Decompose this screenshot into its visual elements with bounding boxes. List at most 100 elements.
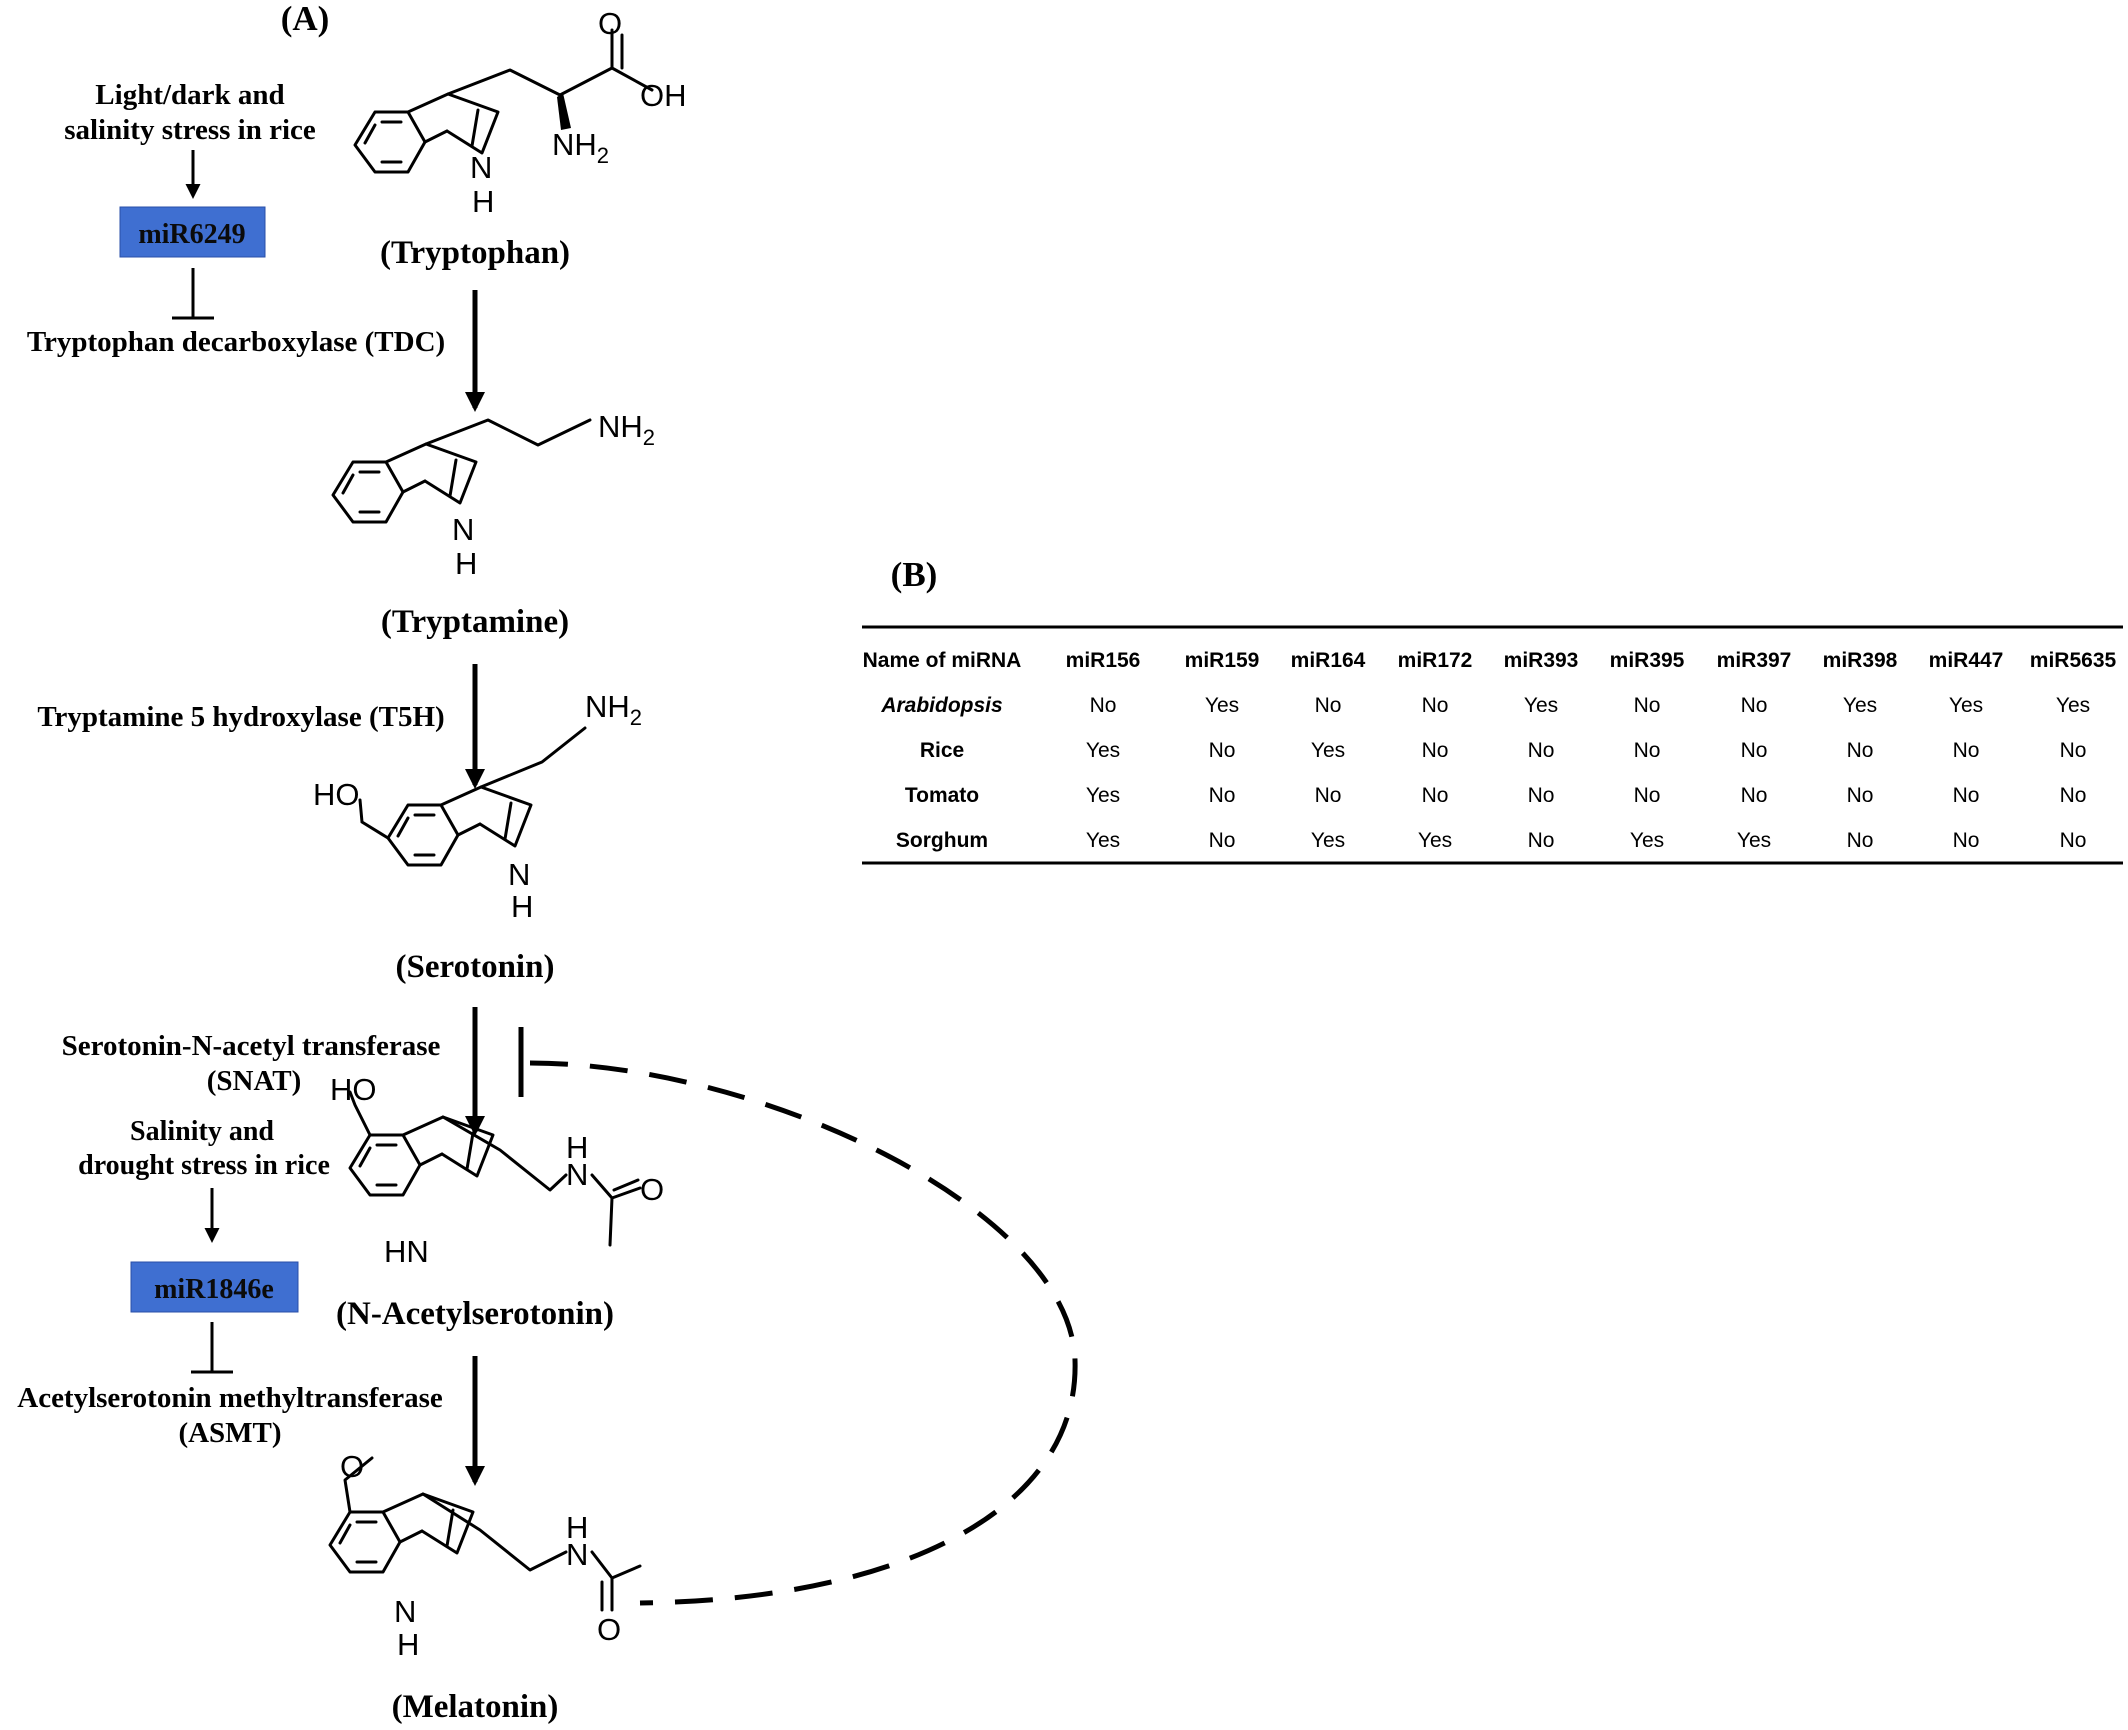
atom-h-serotonin: H [511,889,533,924]
mir1846e-box: miR1846e [130,1261,299,1313]
atom-n-melatonin-ring: N [394,1594,416,1629]
table-cell: No [1422,694,1449,717]
stress-light-dark-line1: Light/dark and [95,79,284,111]
atom-h-nas: H [566,1130,588,1165]
table-col-header: miR397 [1717,649,1792,672]
melatonin-structure: N H O N H O [328,1449,642,1662]
atom-h-tryptamine: H [455,546,477,581]
table-cell: No [1315,694,1342,717]
table-cell: Yes [1630,829,1664,852]
table-cell: No [1090,694,1117,717]
serotonin-structure: HO NH2 N H [313,689,642,924]
compound-tryptamine: (Tryptamine) [381,604,569,640]
table-cell: No [2060,829,2087,852]
table-cell: Yes [1949,694,1983,717]
table-col-header: miR5635 [2030,649,2117,672]
table-cell: No [1315,784,1342,807]
atom-oh: OH [640,78,687,113]
compound-melatonin: (Melatonin) [392,1689,559,1725]
mir6249-label: miR6249 [138,219,245,250]
mir1846e-inhibition [191,1322,233,1374]
table-header-label: Name of miRNA [863,649,1022,672]
mir1846e-label: miR1846e [154,1274,274,1305]
table-col-header: miR156 [1066,649,1141,672]
table-cell: No [1741,694,1768,717]
atom-o: O [598,6,622,41]
table-row-species: Arabidopsis [880,694,1002,717]
atom-nh2: NH2 [552,127,609,168]
enzyme-snat-line1: Serotonin-N-acetyl transferase [62,1030,441,1062]
compound-n-acetylserotonin: (N-Acetylserotonin) [336,1296,614,1332]
mirna-table: Name of miRNA miR156 miR159 miR164 miR172 miR… [862,625,2123,865]
stress-salinity-drought-line1: Salinity and [130,1116,274,1147]
table-cell: No [1847,829,1874,852]
enzyme-asmt-line2: (ASMT) [178,1417,281,1449]
table-col-header: miR159 [1185,649,1260,672]
n-acetylserotonin-structure: HO N H O HN [330,1072,664,1269]
atom-h-melatonin: H [566,1510,588,1545]
panel-a-label: (A) [281,0,330,38]
table-cell: Yes [1843,694,1877,717]
feedback-dashed-loop [529,1060,1078,1606]
table-cell: Yes [1737,829,1771,852]
table-cell: No [1209,829,1236,852]
tryptophan-structure: O OH NH2 N H [353,6,687,219]
mir6249-box: miR6249 [119,206,266,258]
atom-o-methoxy: O [340,1449,364,1484]
atom-n-nas: N [566,1157,588,1192]
atom-nh2-serotonin: NH2 [585,689,642,730]
atom-n-melatonin: N [566,1537,588,1572]
panel-b-label: (B) [891,555,938,594]
table-cell: No [1528,739,1555,762]
atom-hn-nas: HN [384,1234,429,1269]
table-cell: Yes [1086,739,1120,762]
table-col-header: miR164 [1291,649,1366,672]
atom-n-serotonin: N [508,857,530,892]
enzyme-asmt-line1: Acetylserotonin methyltransferase [17,1382,443,1414]
table-cell: Yes [1311,739,1345,762]
table-cell: No [2060,784,2087,807]
table-cell: No [1528,784,1555,807]
mir6249-inhibition [172,268,214,320]
table-cell: No [1741,784,1768,807]
table-cell: No [1209,739,1236,762]
table-cell: No [1847,784,1874,807]
table-cell: No [1528,829,1555,852]
table-cell: Yes [1311,829,1345,852]
table-col-header: miR172 [1398,649,1473,672]
table-col-header: miR393 [1504,649,1579,672]
table-cell: No [1634,739,1661,762]
table-col-header: miR447 [1929,649,2004,672]
table-cell: No [1953,829,1980,852]
enzyme-tdc: Tryptophan decarboxylase (TDC) [27,326,445,358]
enzyme-snat-line2: (SNAT) [207,1065,302,1097]
table-cell: No [1847,739,1874,762]
table-cell: Yes [1086,784,1120,807]
atom-ho-nas: HO [330,1072,377,1107]
table-cell: Yes [1418,829,1452,852]
atom-o-melatonin: O [597,1612,621,1647]
compound-serotonin: (Serotonin) [396,949,555,985]
atom-h: H [472,184,494,219]
table-cell: No [1953,784,1980,807]
table-row-species: Rice [920,739,964,762]
table-row-species: Sorghum [896,829,988,852]
table-cell: No [1422,784,1449,807]
enzyme-t5h: Tryptamine 5 hydroxylase (T5H) [37,701,444,733]
table-row-species: Tomato [905,784,979,807]
atom-n: N [470,150,492,185]
table-cell: No [2060,739,2087,762]
table-cell: Yes [1205,694,1239,717]
atom-n-tryptamine: N [452,512,474,547]
table-cell: Yes [1086,829,1120,852]
atom-ho-serotonin: HO [313,777,360,812]
atom-o-nas: O [640,1172,664,1207]
table-cell: No [1422,739,1449,762]
stress-salinity-drought-line2: drought stress in rice [78,1150,330,1181]
table-cell: Yes [2056,694,2090,717]
atom-h-melatonin-ring: H [397,1627,419,1662]
table-col-header: miR395 [1610,649,1685,672]
tryptamine-structure: NH2 N H [331,409,655,581]
compound-tryptophan: (Tryptophan) [380,235,570,271]
table-cell: No [1953,739,1980,762]
